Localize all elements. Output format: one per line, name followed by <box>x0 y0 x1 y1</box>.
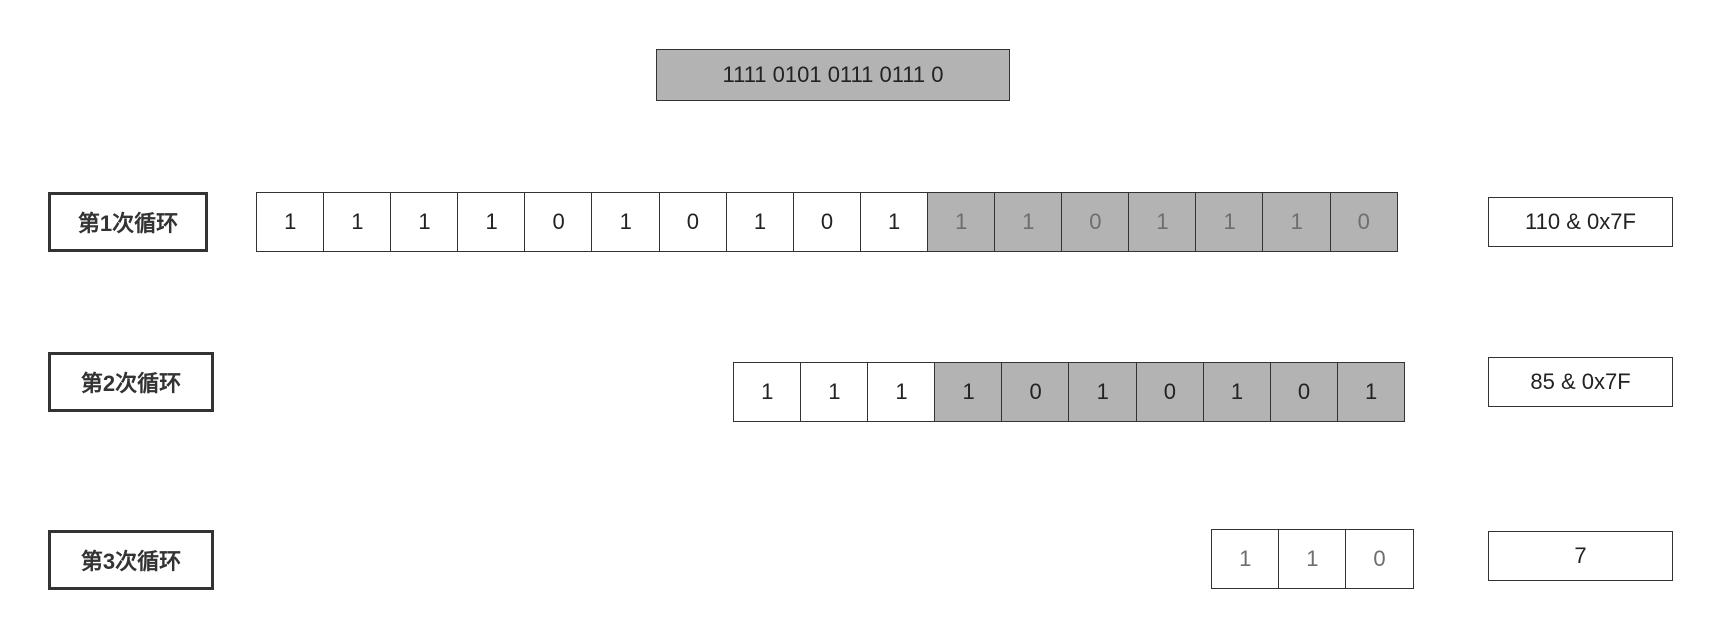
bit-cell: 1 <box>733 362 802 422</box>
bit-cell: 0 <box>658 192 728 252</box>
loop-label-1: 第1次循环 <box>48 192 208 252</box>
bit-cell: 0 <box>1135 362 1205 422</box>
bit-cell: 1 <box>1211 529 1280 589</box>
bit-cell: 1 <box>926 192 996 252</box>
bit-cell: 1 <box>934 362 1003 422</box>
bit-cell: 1 <box>1068 362 1138 422</box>
bit-cell: 1 <box>994 192 1063 252</box>
bit-cell: 1 <box>1278 529 1347 589</box>
bit-cell: 1 <box>725 192 795 252</box>
bit-cell: 1 <box>390 192 459 252</box>
bit-cell: 1 <box>1336 362 1406 422</box>
loop-label-2: 第2次循环 <box>48 352 214 412</box>
bit-cell: 1 <box>1262 192 1331 252</box>
result-box-1-text: 110 & 0x7F <box>1525 209 1636 234</box>
bit-cell: 1 <box>256 192 325 252</box>
result-box-1: 110 & 0x7F <box>1488 197 1673 247</box>
bit-cell: 1 <box>859 192 929 252</box>
bit-cell: 1 <box>591 192 661 252</box>
result-box-2: 85 & 0x7F <box>1488 357 1673 407</box>
bit-cell: 1 <box>1195 192 1264 252</box>
loop-label-1-text: 第1次循环 <box>77 211 179 236</box>
result-box-3-text: 7 <box>1574 543 1587 568</box>
result-box-2-text: 85 & 0x7F <box>1530 369 1631 394</box>
bit-cell: 0 <box>792 192 862 252</box>
binary-value-text: 1111 0101 0111 0111 0 <box>722 62 944 87</box>
bit-cell: 1 <box>867 362 936 422</box>
bit-cell: 0 <box>1329 192 1399 252</box>
loop-label-2-text: 第2次循环 <box>80 371 182 396</box>
loop-label-3-text: 第3次循环 <box>80 549 182 574</box>
result-box-3: 7 <box>1488 531 1673 581</box>
loop-label-3: 第3次循环 <box>48 530 214 590</box>
bit-cell: 0 <box>524 192 593 252</box>
bit-cell: 1 <box>457 192 526 252</box>
bit-cell: 0 <box>1001 362 1070 422</box>
bit-cell: 0 <box>1269 362 1339 422</box>
bit-cell: 1 <box>800 362 869 422</box>
binary-value-box: 1111 0101 0111 0111 0 <box>656 49 1010 101</box>
bit-cell: 1 <box>1202 362 1272 422</box>
bit-cell: 0 <box>1345 529 1414 589</box>
bit-cell: 1 <box>323 192 392 252</box>
bit-cell: 1 <box>1128 192 1197 252</box>
bit-cell: 0 <box>1061 192 1130 252</box>
